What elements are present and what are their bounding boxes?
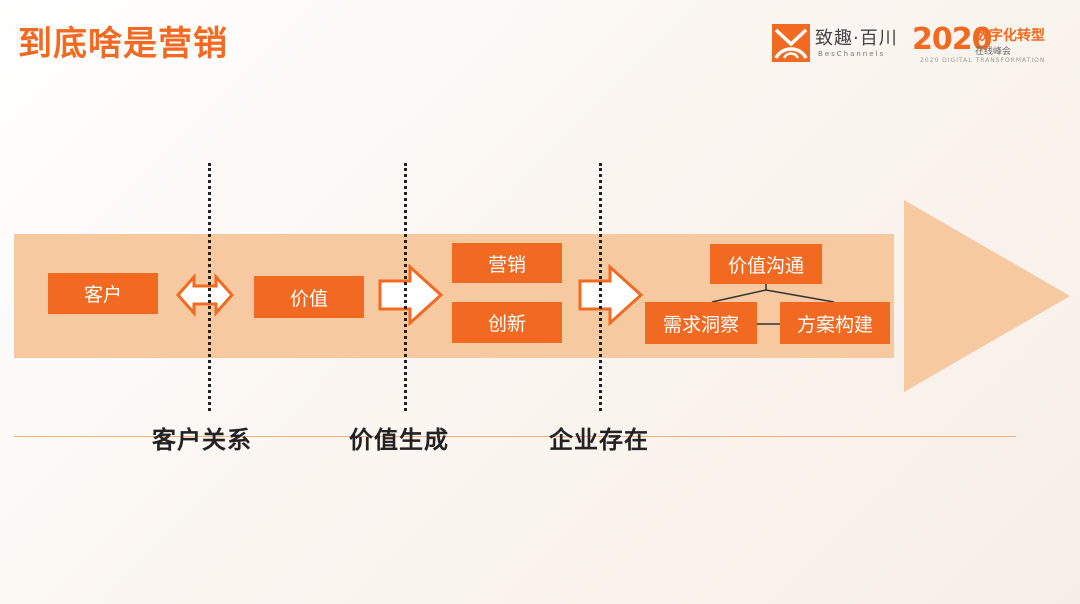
stage-divider <box>208 163 211 411</box>
brand-name: 致趣·百川 <box>815 28 898 49</box>
stage-label-enterprise-existence: 企业存在 <box>549 426 649 454</box>
connector-lines <box>711 284 835 325</box>
beschannels-logo-icon <box>772 24 810 62</box>
client-box: 客户 <box>48 273 158 314</box>
stage-divider <box>404 163 407 411</box>
value-box: 价值 <box>254 276 364 318</box>
double-arrow-icon <box>176 273 234 317</box>
innovation-box: 创新 <box>452 302 562 343</box>
solution-building-box: 方案构建 <box>780 302 890 344</box>
needs-insight-box: 需求洞察 <box>645 302 757 344</box>
summit-title-en: 2020 DIGITAL TRANSFORMATION <box>920 57 1046 64</box>
summit-year: 2020 <box>912 22 992 57</box>
summit-subtitle: 在线峰会 <box>975 47 1012 57</box>
page-title: 到底啥是营销 <box>18 24 228 64</box>
big-arrow-head-icon <box>904 200 1070 392</box>
baseline <box>14 436 1016 437</box>
brand-name-en: BesChannels <box>818 50 886 58</box>
right-arrow-icon <box>578 264 644 326</box>
stage-label-value-generation: 价值生成 <box>349 426 449 454</box>
stage-divider <box>599 163 602 411</box>
stage-label-customer-relationship: 客户关系 <box>152 426 252 454</box>
right-arrow-icon <box>378 264 444 326</box>
summit-title: 数字化转型 <box>975 28 1045 44</box>
value-communication-box: 价值沟通 <box>710 244 822 284</box>
marketing-box: 营销 <box>452 243 562 283</box>
